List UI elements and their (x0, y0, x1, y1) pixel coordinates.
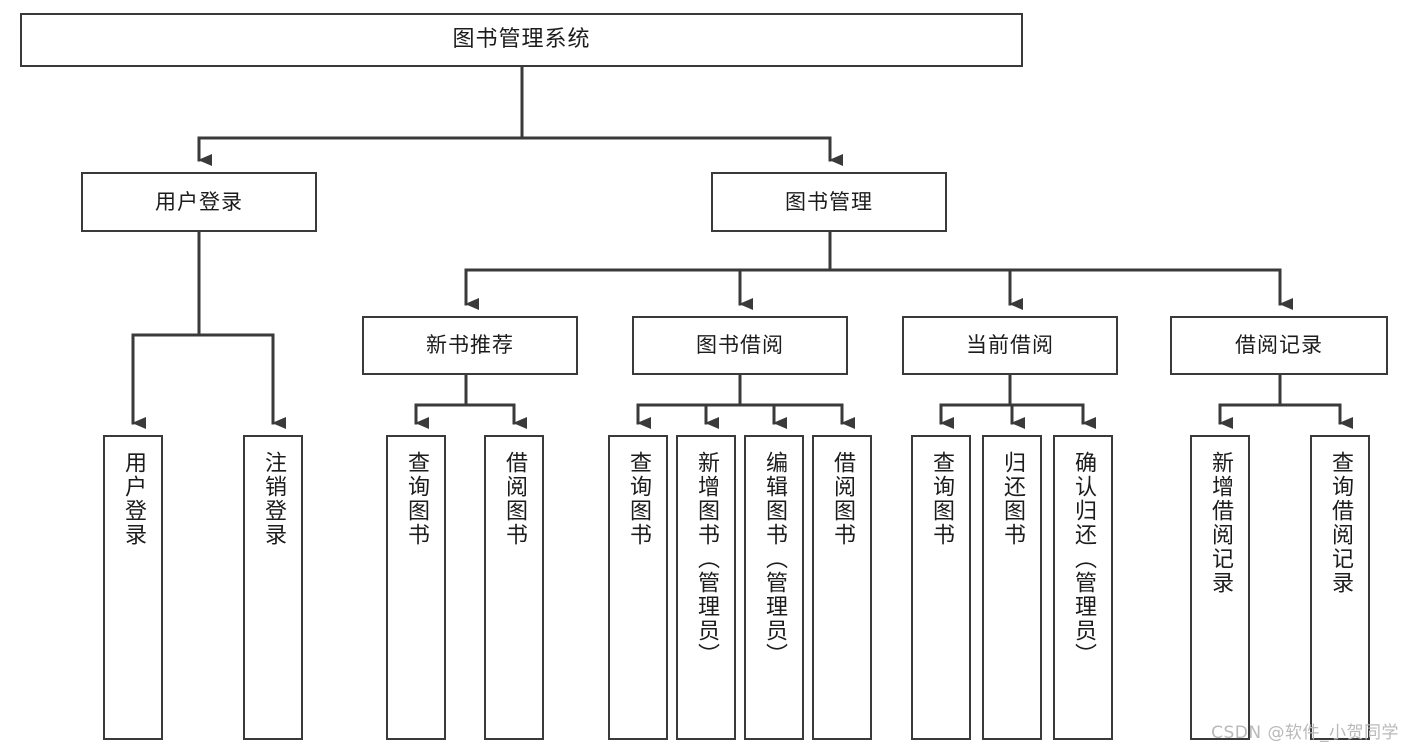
leaf-borrow-book-label: 借阅图书 (830, 451, 855, 547)
node-new-book-recommend-label: 新书推荐 (426, 333, 514, 358)
node-user-login-label: 用户登录 (155, 189, 243, 214)
leaf-query-book-label: 查询图书 (626, 451, 651, 547)
leaf-query-book-recommend[interactable]: 查询图书 (386, 435, 446, 740)
leaf-add-borrow-record[interactable]: 新增借阅记录 (1190, 435, 1250, 740)
node-root[interactable]: 图书管理系统 (20, 13, 1023, 67)
leaf-query-book-current[interactable]: 查询图书 (911, 435, 971, 740)
leaf-query-borrow-record-label: 查询借阅记录 (1328, 451, 1353, 595)
leaf-return-book[interactable]: 归还图书 (982, 435, 1042, 740)
node-current-borrow-label: 当前借阅 (966, 333, 1054, 358)
leaf-borrow-book-recommend[interactable]: 借阅图书 (484, 435, 544, 740)
node-borrow-record-label: 借阅记录 (1235, 333, 1323, 358)
node-current-borrow[interactable]: 当前借阅 (902, 316, 1118, 375)
node-book-management[interactable]: 图书管理 (711, 172, 947, 232)
node-root-label: 图书管理系统 (452, 27, 591, 53)
leaf-query-borrow-record[interactable]: 查询借阅记录 (1310, 435, 1370, 740)
node-book-management-label: 图书管理 (785, 189, 873, 214)
leaf-query-book[interactable]: 查询图书 (608, 435, 668, 740)
leaf-user-login[interactable]: 用户登录 (103, 435, 163, 740)
leaf-confirm-return-admin[interactable]: 确认归还（管理员） (1053, 435, 1113, 740)
leaf-edit-book-admin[interactable]: 编辑图书（管理员） (744, 435, 804, 740)
leaf-user-logout-label: 注销登录 (261, 451, 286, 547)
leaf-add-borrow-record-label: 新增借阅记录 (1208, 451, 1233, 595)
leaf-add-book-admin[interactable]: 新增图书（管理员） (676, 435, 736, 740)
node-user-login[interactable]: 用户登录 (81, 172, 317, 232)
leaf-add-book-admin-label: 新增图书（管理员） (694, 451, 719, 667)
leaf-borrow-book-recommend-label: 借阅图书 (502, 451, 527, 547)
leaf-user-logout[interactable]: 注销登录 (243, 435, 303, 740)
leaf-return-book-label: 归还图书 (1000, 451, 1025, 547)
leaf-user-login-label: 用户登录 (121, 451, 146, 547)
node-new-book-recommend[interactable]: 新书推荐 (362, 316, 578, 375)
leaf-query-book-current-label: 查询图书 (929, 451, 954, 547)
leaf-query-book-recommend-label: 查询图书 (404, 451, 429, 547)
leaf-borrow-book[interactable]: 借阅图书 (812, 435, 872, 740)
node-book-borrow-label: 图书借阅 (696, 333, 784, 358)
leaf-edit-book-admin-label: 编辑图书（管理员） (762, 451, 787, 667)
node-borrow-record[interactable]: 借阅记录 (1170, 316, 1388, 375)
node-book-borrow[interactable]: 图书借阅 (632, 316, 848, 375)
leaf-confirm-return-admin-label: 确认归还（管理员） (1071, 451, 1096, 667)
